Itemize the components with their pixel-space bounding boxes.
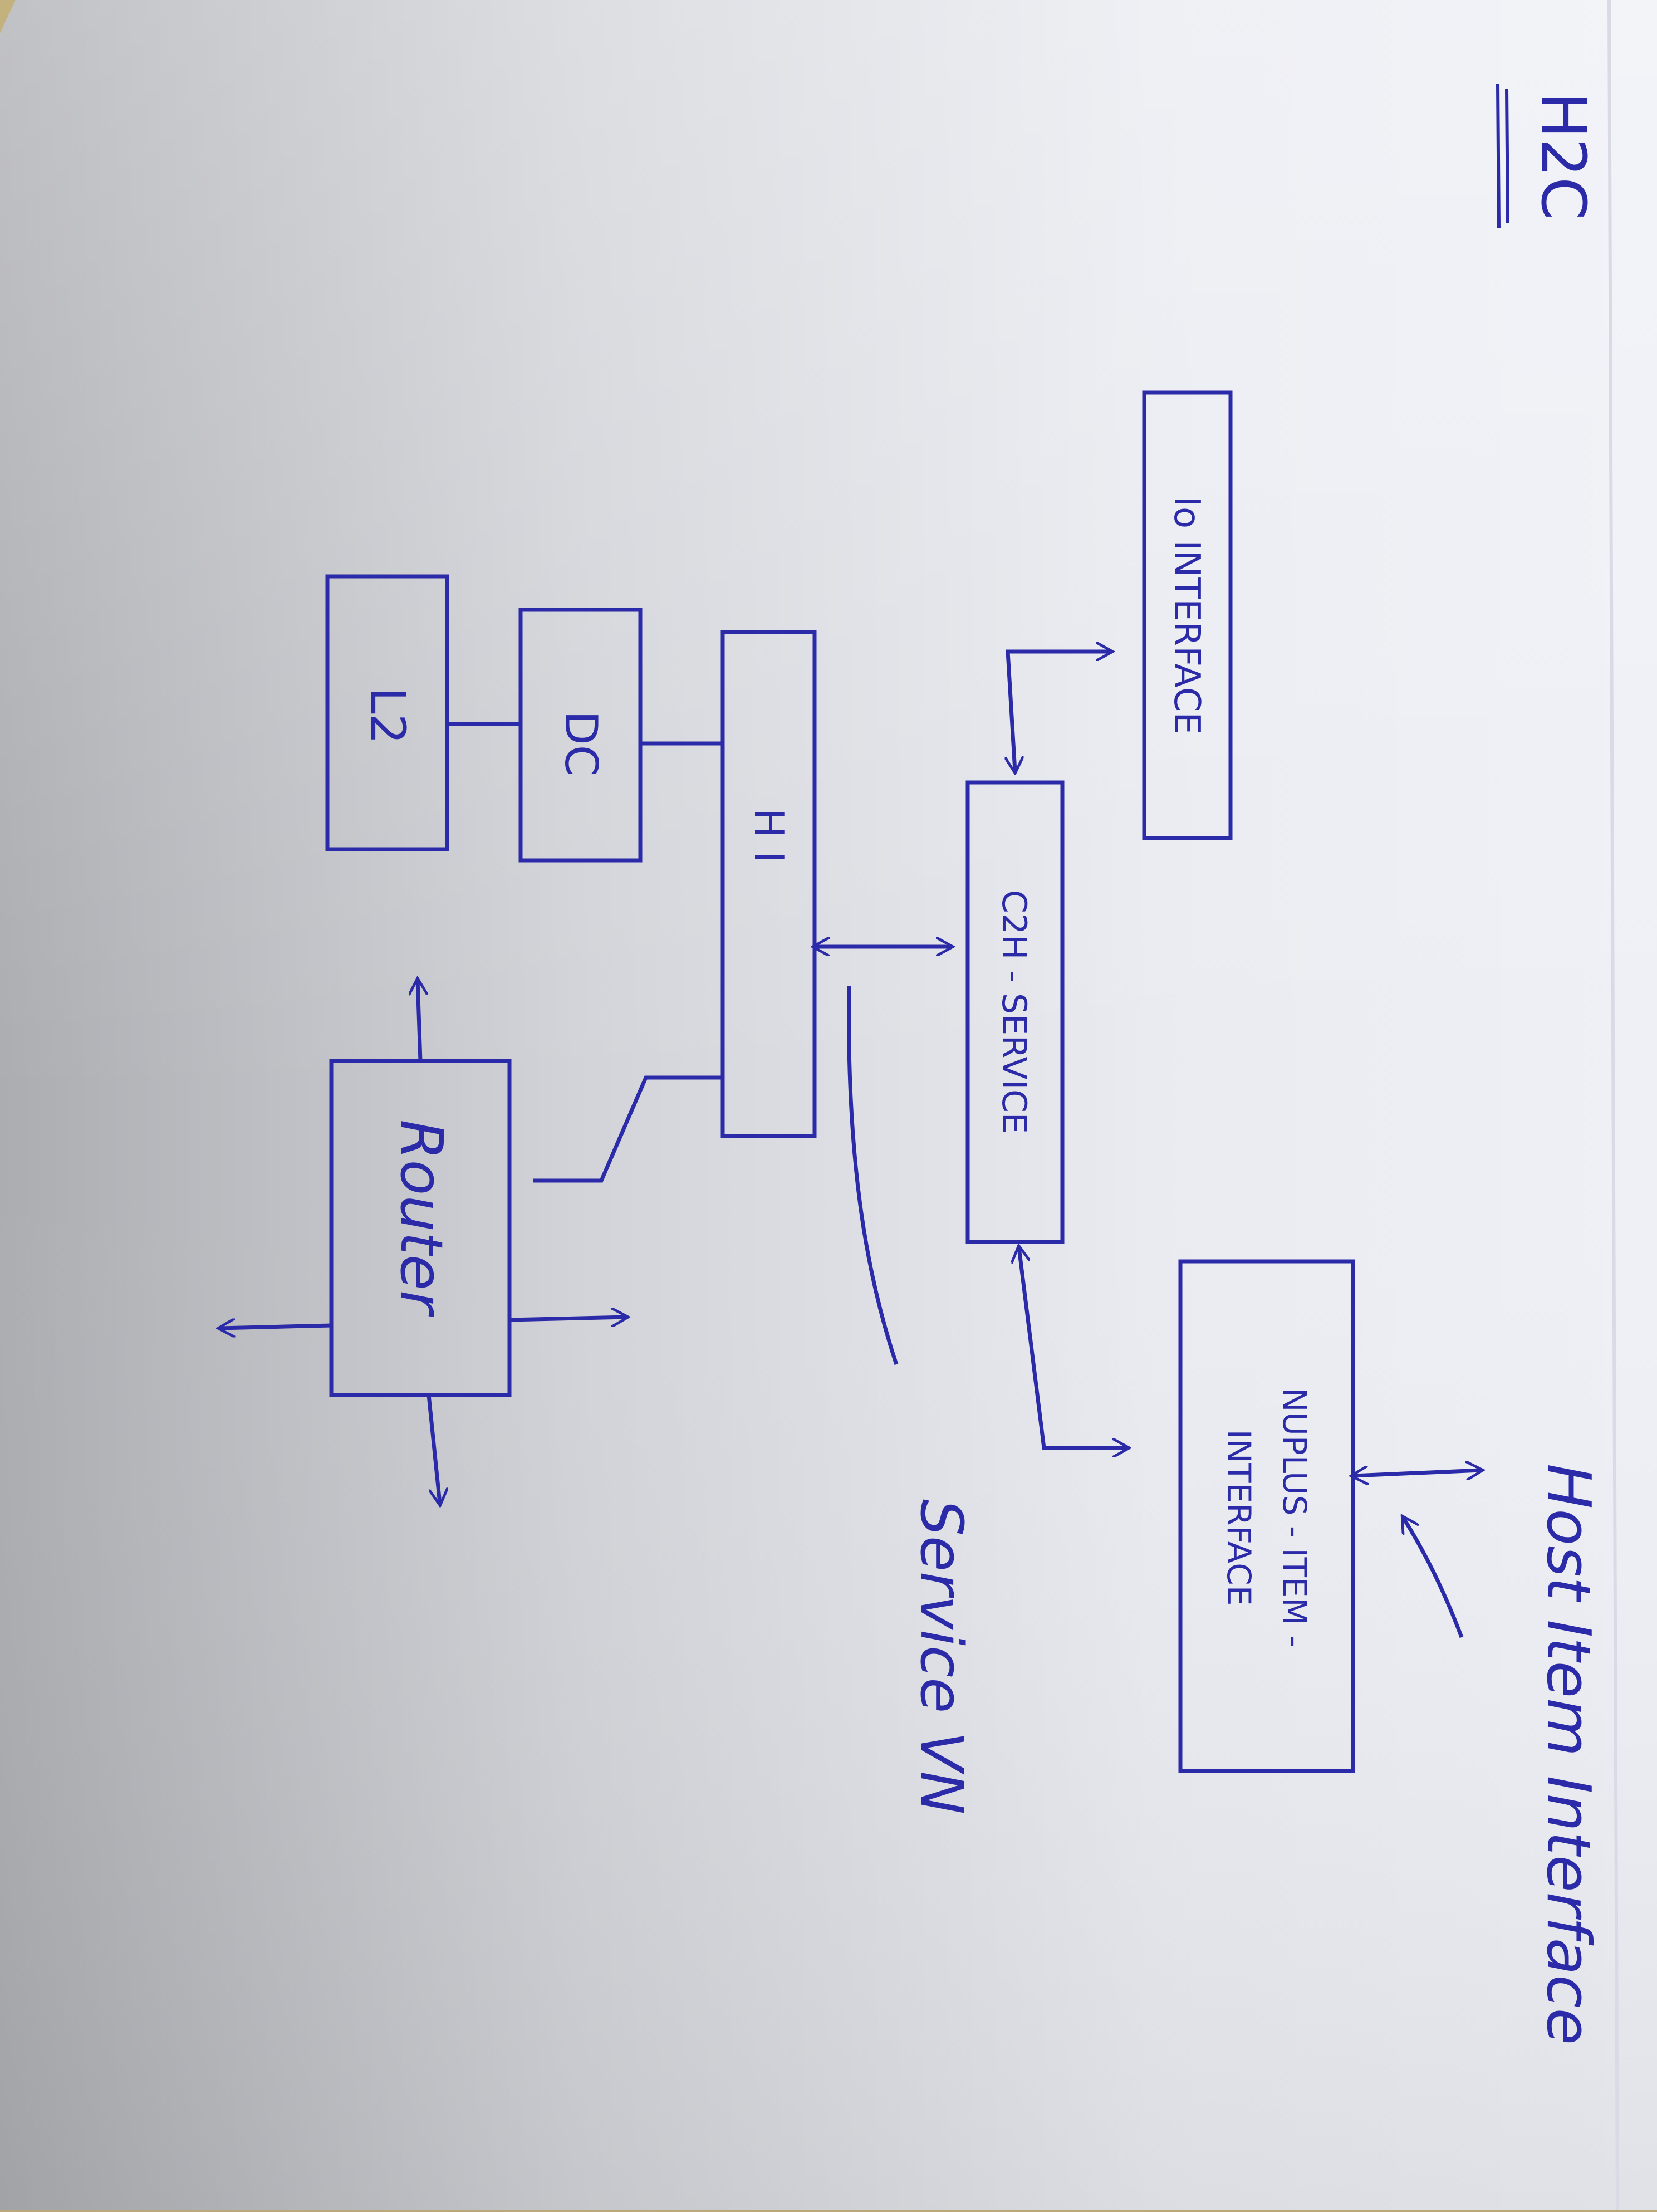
l2-box [325,574,449,851]
corner-title-group: H2C [1528,92,1599,220]
nuplus-interface-box [1178,1259,1355,1773]
host-pointer-curve [1403,1518,1464,1638]
nuplus-interface-label-line1: NUPLUS - ITEM - [1276,1388,1313,1647]
router-up-arrow [418,980,420,1061]
nuplus-interface-label-line2: INTERFACE [1220,1430,1258,1606]
c2h-service-label: C2H - SERVICE [994,890,1033,1134]
service-vn-annotation: Service VN [908,1499,975,1814]
router-left-arrow [220,1325,332,1328]
service-vn-pointer [847,985,899,1366]
connectors [220,652,1481,1638]
dc-box [518,608,643,863]
router-label: Router [388,1119,455,1318]
paper-edge [1607,0,1619,2210]
hi-label: H I [746,808,792,863]
title-underline [1496,83,1509,229]
hi-box [720,630,817,1138]
hi-router-link [533,1075,723,1183]
host-item-interface-annotation: Host Item Interface [1533,1464,1603,2045]
corner-title: H2C [1528,92,1599,220]
io-interface-box [1142,390,1233,840]
c2h-bottom-arrow [1019,1247,1127,1448]
router-down-arrow [426,1394,440,1504]
router-right-arrow [509,1317,626,1320]
l2-label: L2 [360,687,415,745]
nuplus-host-arrow [1353,1470,1481,1476]
dc-label: DC [555,711,607,776]
c2h-io-arrow [1008,652,1111,771]
io-interface-label: Io INTERFACE [1166,496,1207,735]
c2h-service-box [965,780,1065,1244]
